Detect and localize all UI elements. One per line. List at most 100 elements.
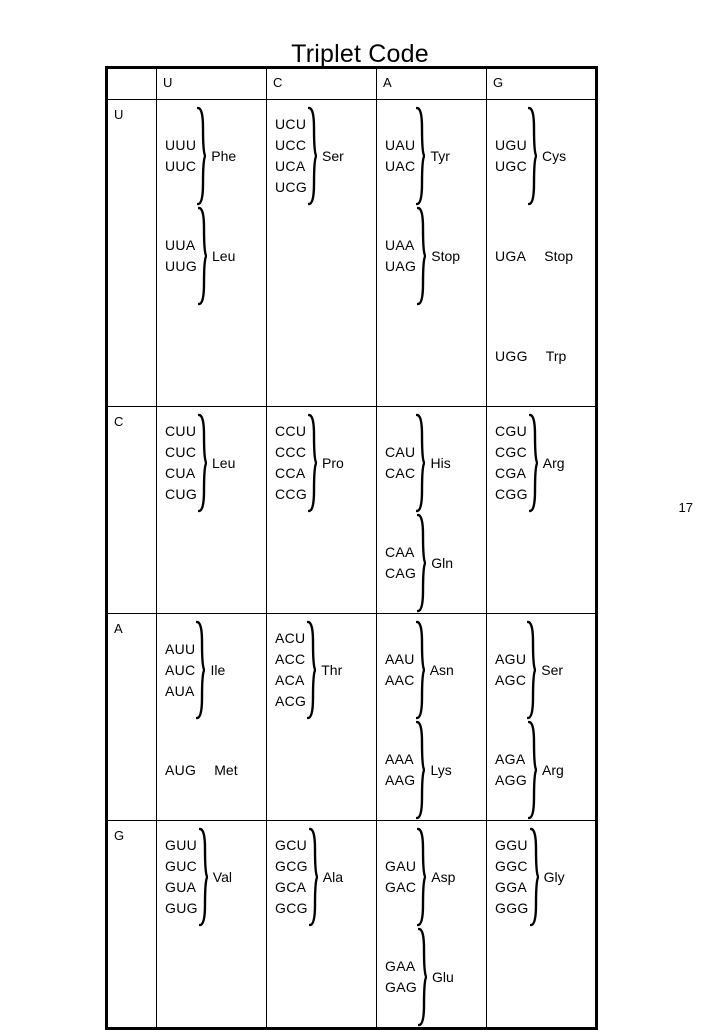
codon-list: UGG (495, 346, 528, 367)
row-header-label: U (114, 107, 124, 122)
column-header-label: U (163, 75, 173, 90)
codon: UUU (165, 137, 197, 153)
codon: UCC (275, 137, 307, 153)
codon: CUU (165, 423, 197, 439)
curly-brace-icon (416, 106, 425, 206)
codon: AGU (495, 651, 527, 667)
amino-acid-label: Leu (212, 455, 236, 471)
codon: GUG (165, 900, 198, 916)
codon: UAU (385, 137, 416, 153)
curly-brace-icon (416, 720, 425, 820)
curly-brace-icon (198, 413, 207, 513)
codon: CCU (275, 423, 307, 439)
codon: AAC (385, 672, 415, 688)
curly-brace-icon (417, 827, 426, 927)
column-header-a: A (376, 67, 487, 100)
codon: UCG (275, 179, 308, 195)
codon: GCA (275, 879, 307, 895)
page-title: Triplet Code (291, 39, 429, 68)
codon: AUU (165, 640, 196, 657)
amino-acid-label: Glu (432, 969, 454, 985)
codon: CAA (385, 544, 415, 560)
curly-brace-icon (527, 620, 536, 720)
codon: CGC (495, 444, 528, 460)
codon: CAC (385, 465, 416, 481)
codon-list: UGA (495, 246, 526, 267)
amino-acid-label: Lys (430, 762, 452, 778)
codon: CCC (275, 444, 307, 460)
row-header-u: U (106, 99, 157, 407)
amino-acid-label: Phe (211, 148, 237, 164)
column-header-label: A (383, 75, 392, 90)
column-header-g: G (486, 67, 597, 100)
amino-acid-label: Ala (322, 869, 344, 885)
codon: UAC (385, 158, 416, 174)
codon: UCA (275, 158, 306, 174)
codon: AUG (165, 761, 197, 778)
curly-brace-icon (416, 620, 425, 720)
codon: CUG (165, 486, 198, 502)
codon-list: AAU AAC (385, 649, 415, 691)
codon: AAU (385, 651, 415, 667)
amino-acid-label: Ser (322, 148, 344, 164)
curly-brace-icon (308, 413, 317, 513)
codon: GGC (495, 858, 528, 874)
codon: AAG (385, 772, 416, 788)
column-header-c: C (266, 67, 377, 100)
curly-brace-icon (528, 720, 537, 820)
codon: GAU (385, 858, 417, 874)
codon: CCA (275, 465, 306, 481)
codon: ACU (275, 630, 306, 646)
codon: GCG (275, 858, 308, 874)
codon: GGA (495, 879, 528, 895)
codon: AGC (495, 672, 527, 688)
column-header-label: C (273, 75, 283, 90)
codon: GCG (275, 900, 308, 916)
amino-acid-label: Leu (212, 248, 236, 264)
codon-list: AUG (165, 760, 196, 781)
amino-acid-label: Cys (542, 148, 567, 164)
